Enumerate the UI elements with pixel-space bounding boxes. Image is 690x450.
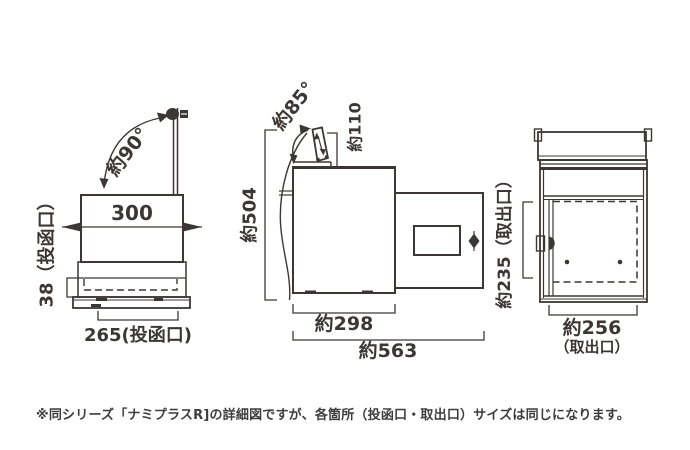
back-view: 約235（取出口） 約256 （取出口） [494,128,653,356]
side-flap-measure-arrow-top-icon [313,132,320,140]
side-flap-hinge-dot-2 [324,155,329,159]
side-body-depth-bracket [292,304,396,314]
front-angle-label: 約90° [102,123,154,180]
front-width-arrow-right-icon [183,222,202,232]
front-bar-mark-3 [91,304,101,307]
side-flap-arc-arrow-up-icon [299,124,311,134]
front-width-label: 300 [111,201,153,225]
side-swing-path-curve [279,132,308,301]
side-flap-length-bracket [327,132,338,166]
front-bar-mark-1 [96,298,107,301]
side-view: 約504 約85° 約110 [239,77,485,362]
back-latch-plate [535,235,546,252]
side-total-depth-label: 約563 [359,339,418,362]
front-slot-dashed-outline [83,279,178,291]
front-swing-arc [103,117,161,185]
front-pole-knob-icon [166,108,179,120]
back-door-opening-dashed [550,200,638,283]
front-lower-plate [77,261,187,298]
back-door-width-sub-label: （取出口） [554,338,629,356]
front-swing-arrow-down-icon [99,178,109,189]
side-angle-label: 約85° [268,77,320,134]
side-rear-knob-icon [468,233,480,249]
front-slot-height-label: 38（投函口） [36,192,58,307]
side-open-flap [311,126,330,163]
back-door-width-bracket [548,305,638,316]
front-view: 300 38（投函口） 265(投函口) [36,108,202,346]
side-body-depth-label: 約298 [315,312,374,335]
front-slot-height-bracket [66,277,79,298]
back-cap-tab-right [643,128,653,142]
back-door-width-label: 約256 [563,316,622,339]
side-rear-nameplate [413,225,461,256]
side-total-depth-bracket [292,331,485,341]
front-width-arrow-left-icon [62,222,81,232]
side-flap-measure-arrow-bottom-icon [319,148,326,156]
side-rear-unit-outline [394,192,484,289]
back-body-outline [539,159,648,303]
front-bottom-bar [72,296,191,309]
side-height-bracket [264,129,277,301]
back-door-height-bracket [522,201,533,279]
front-swing-arrow-up-icon [157,112,169,123]
back-door-height-label: 約235（取出口） [494,171,515,309]
side-foot-mark-2 [362,290,373,294]
side-flap-hinge-dot-1 [316,157,320,162]
back-screw-dot-left [564,259,570,265]
side-flap-arc-arrow-down-icon [289,153,298,164]
side-foot-mark-1 [305,290,316,294]
back-screw-dot-right [617,259,623,265]
footnote-text: ※同シリーズ「ナミプラスR]の詳細図ですが、各箇所（投函口・取出口）サイズは同じ… [36,408,630,423]
side-front-unit-outline [292,166,396,294]
side-height-label: 約504 [239,187,261,243]
front-bar-mark-2 [154,298,163,301]
front-slot-width-bracket [97,311,179,321]
back-latch-knob-icon [549,236,555,250]
side-flap-length-label: 約110 [346,102,365,151]
front-slot-width-label: 265(投函口) [84,324,192,346]
